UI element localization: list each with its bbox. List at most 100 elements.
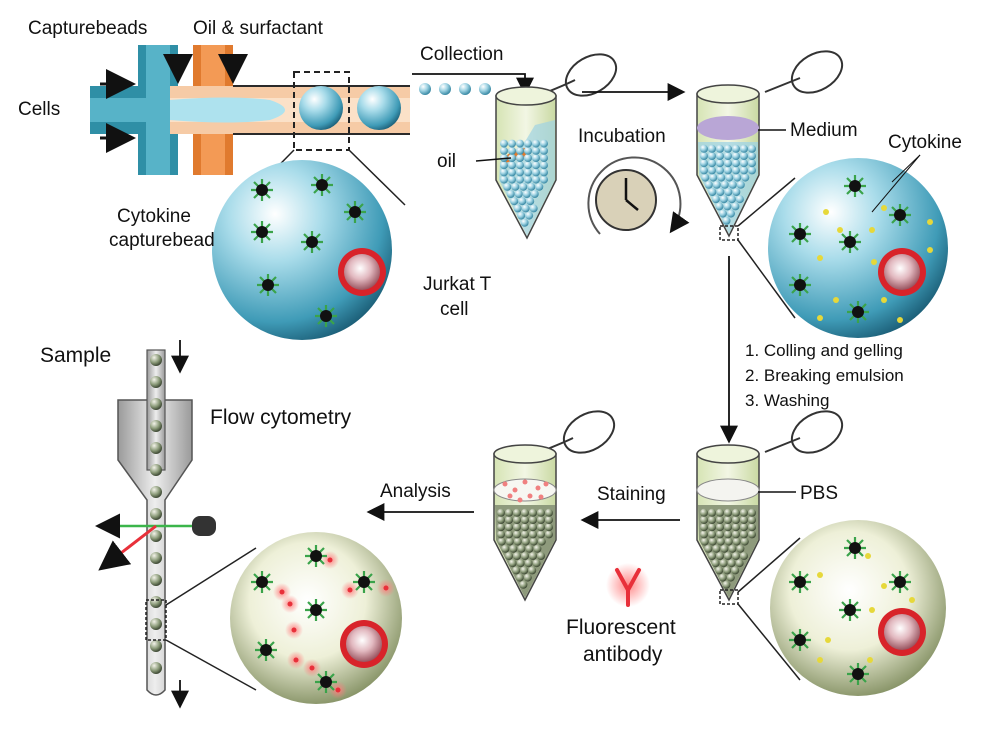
bead: [505, 516, 513, 524]
cytokine-dot: [897, 317, 903, 323]
bead: [724, 516, 732, 524]
droplet: [700, 144, 708, 153]
bead: [537, 523, 545, 532]
cytokine-dot: [817, 315, 823, 321]
fluorescent-dot: [287, 601, 293, 607]
bead: [712, 544, 721, 553]
bead: [505, 508, 513, 517]
droplet: [524, 168, 532, 177]
bead: [516, 559, 525, 568]
stained-dot: [522, 479, 528, 485]
flow-bead: [150, 398, 162, 410]
bead: [513, 530, 521, 539]
capture-bead-zoom: [212, 160, 392, 340]
label-jurkat-1: Jurkat T: [423, 274, 492, 295]
bead: [545, 516, 553, 524]
droplet: [524, 161, 532, 170]
bead: [521, 537, 530, 546]
bead: [731, 566, 740, 575]
droplet: [519, 182, 528, 191]
label-medium: Medium: [790, 120, 858, 141]
droplet: [740, 152, 748, 160]
droplet: [740, 144, 748, 153]
flow-bead: [150, 464, 162, 476]
droplet: [716, 188, 725, 196]
droplet: [736, 180, 745, 189]
bead: [497, 530, 505, 539]
droplet: [532, 154, 540, 162]
bead: [724, 537, 733, 546]
droplet: [508, 175, 516, 184]
flow-bead: [150, 574, 162, 586]
bead: [497, 516, 505, 524]
tube-stained: [493, 410, 616, 602]
bead: [528, 566, 537, 575]
label-jurkat-2: cell: [440, 299, 469, 320]
cytokine-dot: [817, 255, 823, 261]
cytokine-dot: [817, 657, 823, 663]
droplet: [540, 175, 548, 184]
label-oil: oil: [437, 151, 456, 172]
bead: [524, 559, 533, 568]
flow-bead: [150, 552, 162, 564]
droplet: [527, 182, 536, 191]
droplet: [717, 173, 726, 182]
droplet: [748, 152, 756, 160]
bead: [537, 516, 545, 524]
bead: [740, 523, 748, 532]
clock-icon: [587, 156, 690, 235]
droplet: [500, 146, 508, 155]
bead: [722, 580, 731, 589]
droplet: [540, 168, 548, 177]
bead: [521, 516, 529, 524]
droplet: [529, 204, 538, 213]
bead: [726, 573, 735, 582]
cytokine-dot: [881, 583, 887, 589]
droplet: [704, 180, 713, 189]
label-cytokine: Cytokine: [888, 132, 962, 153]
droplet: [712, 180, 721, 189]
bead: [521, 552, 529, 560]
droplet: [532, 161, 540, 170]
droplet: [516, 161, 524, 170]
droplet: [516, 154, 524, 162]
bead: [513, 552, 521, 560]
cytokine-dot: [927, 247, 933, 253]
droplet: [740, 159, 748, 168]
droplet: [728, 180, 737, 189]
droplet: [532, 168, 540, 177]
droplet: [508, 168, 516, 177]
label-cytokine-capturebead-2: capturebead: [109, 230, 215, 251]
bead: [716, 516, 724, 524]
bead: [700, 516, 708, 524]
droplet: [711, 195, 720, 204]
droplet: [708, 144, 716, 153]
bead: [505, 530, 513, 539]
bead: [501, 544, 510, 553]
fluorescent-dot: [383, 585, 389, 591]
droplet: [540, 139, 548, 148]
droplet: [725, 173, 734, 182]
fluorescent-dot: [291, 627, 297, 633]
bead: [748, 516, 756, 524]
bead: [740, 516, 748, 524]
fluorescent-antibody-icon: [606, 563, 650, 607]
bead: [513, 523, 521, 532]
droplet: [510, 197, 519, 206]
stained-dot: [535, 485, 541, 491]
bead: [700, 508, 708, 517]
laser-source-icon: [95, 513, 216, 571]
bead: [718, 573, 727, 582]
fluorescent-dot: [347, 587, 353, 593]
fluorescent-dot: [293, 657, 299, 663]
droplet: [508, 154, 516, 162]
droplet: [741, 173, 750, 182]
label-fluorescent-2: antibody: [583, 643, 663, 666]
fluorescent-dot: [335, 687, 341, 693]
washed-bead-zoom: [770, 520, 946, 696]
droplet: [532, 139, 540, 148]
fluorescent-dot: [279, 589, 285, 595]
cytokine-dot: [865, 553, 871, 559]
droplet: [540, 146, 548, 155]
bead: [497, 537, 506, 546]
